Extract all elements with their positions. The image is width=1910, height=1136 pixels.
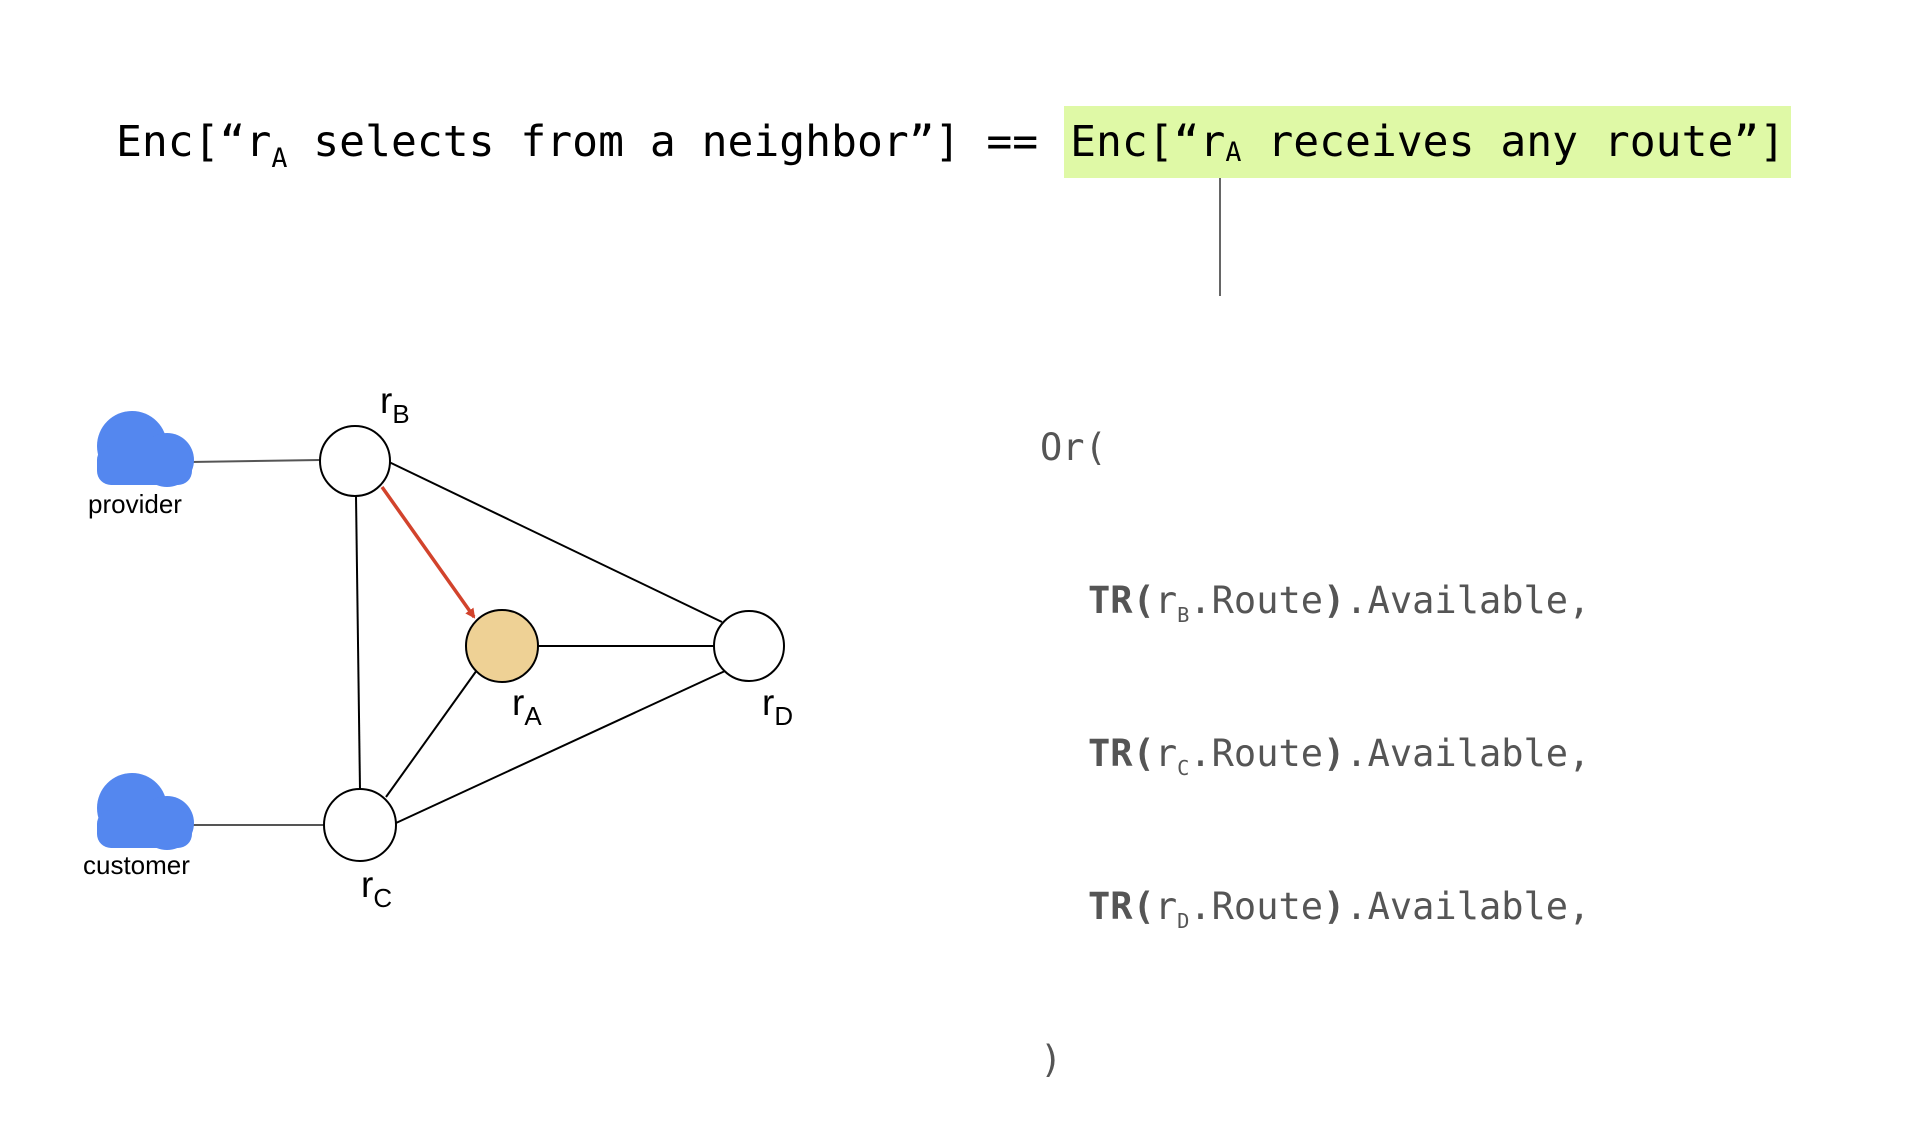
equation: Enc[“rA selects from a neighbor”] == Enc…	[116, 106, 1792, 178]
edge-rb-rd	[388, 461, 723, 623]
link-provider-rb	[189, 459, 321, 463]
equation-left: Enc[“rA selects from a neighbor”]	[116, 117, 961, 175]
code-block: Or( TR(rB.Route).Available, TR(rC.Route)…	[1040, 320, 1590, 1136]
code-line-rd: TR(rD.Route).Available,	[1088, 885, 1591, 934]
node-ra	[465, 609, 539, 683]
node-label-rb: rB	[380, 380, 410, 430]
node-rd	[713, 610, 785, 682]
edge-ra-rc	[385, 669, 478, 798]
edge-rb-rc	[355, 495, 361, 791]
node-label-rd: rD	[762, 682, 794, 732]
cloud-provider-icon	[97, 411, 194, 487]
code-line-rb: TR(rB.Route).Available,	[1088, 579, 1591, 628]
node-rb	[319, 425, 391, 497]
code-close: )	[1040, 1038, 1063, 1081]
connector-line	[1219, 178, 1221, 296]
edge-rc-rd	[395, 670, 726, 824]
equation-operator: ==	[960, 117, 1065, 167]
node-label-rc: rC	[361, 864, 393, 914]
cloud-label-provider: provider	[88, 489, 182, 519]
code-line-rc: TR(rC.Route).Available,	[1088, 732, 1591, 781]
code-open: Or(	[1040, 426, 1107, 469]
cloud-label-customer: customer	[83, 850, 190, 880]
cloud-customer-icon	[97, 773, 194, 850]
node-label-ra: rA	[512, 682, 542, 732]
arrow-rb-to-ra	[380, 485, 476, 619]
equation-left-subscript: A	[271, 143, 288, 175]
node-rc	[323, 788, 397, 862]
network-graph	[97, 411, 785, 862]
